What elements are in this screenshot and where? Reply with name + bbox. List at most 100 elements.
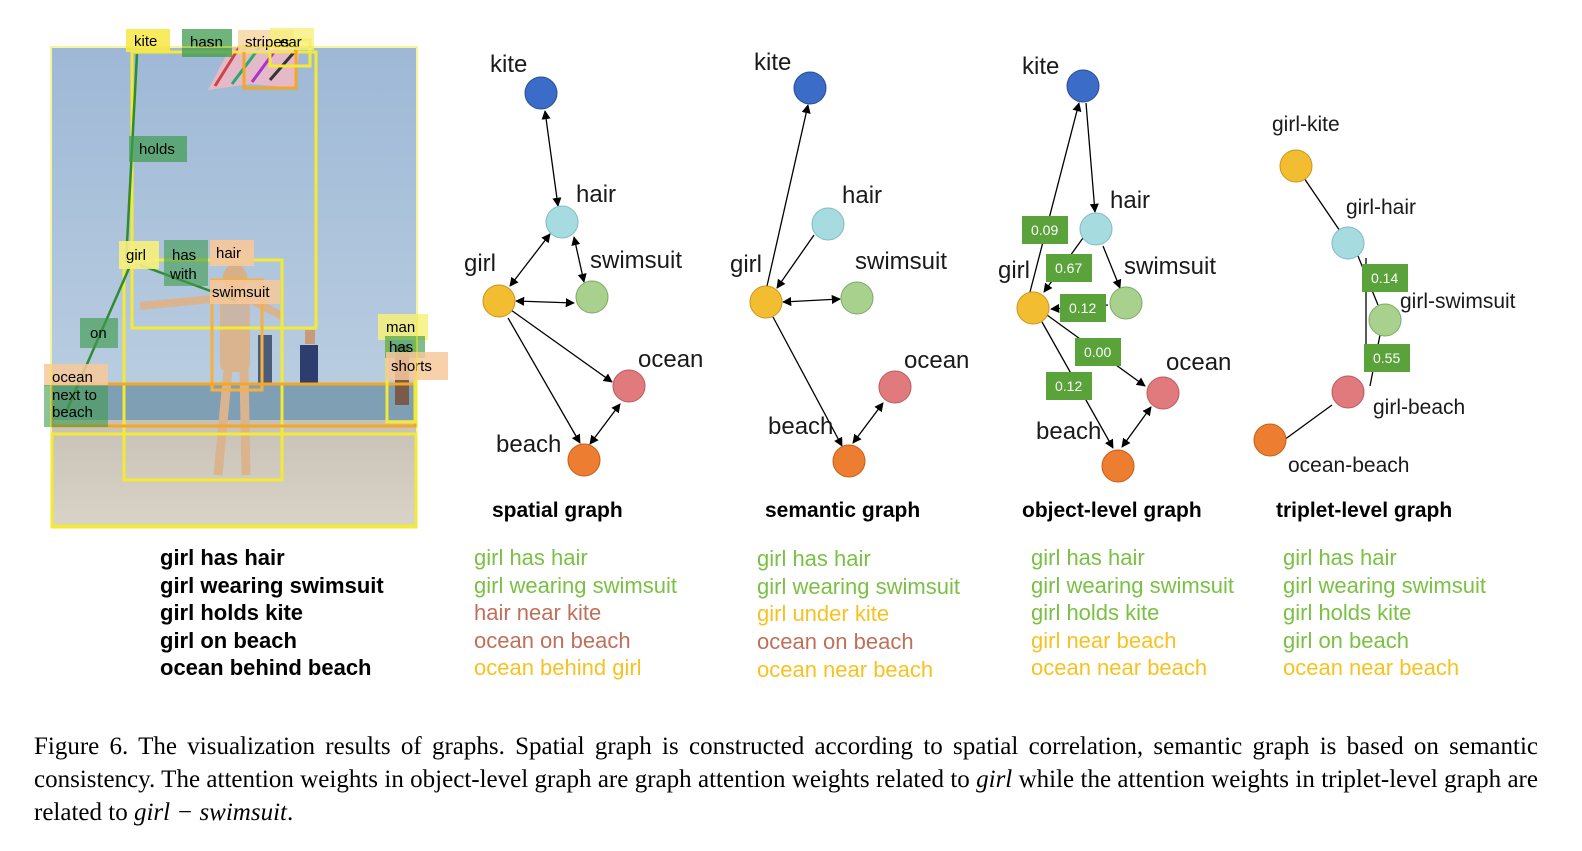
weight-ocean: 0.00 (1084, 344, 1111, 360)
triplet: girl wearing swimsuit (757, 574, 960, 599)
photo-label-man: man (386, 319, 415, 336)
spatial-triplets: girl has hair girl wearing swimsuit hair… (474, 545, 677, 680)
triplet: girl wearing swimsuit (1031, 573, 1234, 598)
label-swimsuit: swimsuit (1124, 253, 1216, 280)
photo-label-holds: holds (139, 141, 175, 158)
node-kite (1066, 69, 1100, 103)
node-swimsuit (840, 281, 874, 315)
label-hair: hair (842, 182, 882, 209)
label-beach: beach (768, 413, 833, 440)
weight-girl-hair: 0.14 (1371, 270, 1398, 286)
triplet: girl has hair (757, 546, 871, 571)
label-girl-hair: girl-hair (1346, 196, 1416, 219)
triplet: ocean near beach (757, 657, 933, 682)
node-beach (567, 443, 601, 477)
caption-text: . (286, 799, 294, 826)
graph-title: semantic graph (765, 499, 920, 522)
node-girl-kite (1279, 149, 1313, 183)
semantic-graph: kite hair girl swimsuit ocean beach sema… (730, 49, 969, 522)
photo-label-kite: kite (134, 33, 157, 50)
attention-weights: 0.14 0.55 (1362, 264, 1410, 372)
triplet: girl under kite (757, 601, 889, 626)
node-girl (749, 285, 783, 319)
label-girl-beach: girl-beach (1373, 396, 1465, 419)
photo-label-hair: hair (216, 245, 241, 262)
semantic-triplets: girl has hair girl wearing swimsuit girl… (757, 546, 960, 682)
graph-title: triplet-level graph (1276, 499, 1452, 522)
label-girl-swimsuit: girl-swimsuit (1400, 290, 1516, 313)
photo-label-shorts: shorts (391, 358, 432, 375)
label-girl: girl (730, 251, 762, 278)
node-girl-swimsuit (1368, 303, 1402, 337)
triplet: girl near beach (1031, 628, 1177, 653)
node-hair (1079, 212, 1113, 246)
caption-text: while the attention weights in triplet-l… (34, 766, 1538, 826)
triplet: ocean near beach (1283, 655, 1459, 680)
object-level-graph: 0.09 0.67 0.12 0.00 0.12 kite hair girl … (998, 53, 1231, 522)
attention-weights: 0.09 0.67 0.12 0.00 0.12 (1022, 216, 1121, 400)
node-ocean (1146, 376, 1180, 410)
label-girl-kite: girl-kite (1272, 113, 1340, 136)
image-triplet: girl on beach (160, 628, 297, 653)
triplet-level-triplets: girl has hair girl wearing swimsuit girl… (1283, 545, 1486, 680)
weight-swimsuit: 0.12 (1069, 300, 1096, 316)
triplet: girl has hair (1031, 545, 1145, 570)
triplet: girl holds kite (1031, 600, 1159, 625)
node-hair (811, 207, 845, 241)
node-swimsuit (1109, 286, 1143, 320)
label-hair: hair (576, 181, 616, 208)
image-triplet: ocean behind beach (160, 655, 372, 680)
photo-label-ocean: ocean (52, 369, 93, 386)
triplet: ocean on beach (757, 629, 914, 654)
image-triplets: girl has hair girl wearing swimsuit girl… (160, 545, 384, 680)
photo-label-girl: girl (126, 247, 146, 264)
triplet: girl on beach (1283, 628, 1409, 653)
label-ocean: ocean (1166, 349, 1231, 376)
figure-caption: Figure 6. The visualization results of g… (34, 730, 1538, 829)
caption-math-girl: girl (976, 766, 1013, 793)
triplet: ocean on beach (474, 628, 631, 653)
weight-kite: 0.09 (1031, 222, 1058, 238)
label-ocean: ocean (904, 347, 969, 374)
label-ocean: ocean (638, 346, 703, 373)
object-level-triplets: girl has hair girl wearing swimsuit girl… (1031, 545, 1234, 680)
node-ocean (878, 370, 912, 404)
photo-label-has-right: has (389, 339, 413, 356)
node-girl-beach (1331, 375, 1365, 409)
weight-hair: 0.67 (1055, 260, 1082, 276)
label-girl: girl (998, 257, 1030, 284)
node-ocean (612, 369, 646, 403)
label-hair: hair (1110, 187, 1150, 214)
node-kite (524, 76, 558, 110)
photo-sand (52, 420, 416, 528)
photo-label-sn: sn (207, 34, 223, 51)
weight-beach: 0.12 (1055, 378, 1082, 394)
triplet: ocean behind girl (474, 655, 642, 680)
node-beach (1101, 449, 1135, 483)
node-kite (793, 71, 827, 105)
node-ocean-beach (1253, 423, 1287, 457)
triplet: hair near kite (474, 600, 601, 625)
weight-girl-beach: 0.55 (1373, 350, 1400, 366)
graph-title: spatial graph (492, 499, 623, 522)
image-triplet: girl holds kite (160, 600, 303, 625)
caption-math-girl-swimsuit: girl − swimsuit (133, 799, 287, 826)
photo-label-on: on (90, 325, 107, 342)
node-girl (482, 284, 516, 318)
triplet: girl has hair (474, 545, 588, 570)
node-hair (545, 205, 579, 239)
label-kite: kite (490, 51, 527, 78)
triplet: ocean near beach (1031, 655, 1207, 680)
triplet-level-graph: 0.14 0.55 girl-kite girl-hair girl-swims… (1253, 113, 1516, 522)
photo-label-ear: ear (280, 34, 302, 51)
triplet: girl holds kite (1283, 600, 1411, 625)
image-triplet: girl has hair (160, 545, 285, 570)
triplet: girl wearing swimsuit (474, 573, 677, 598)
graph-title: object-level graph (1022, 499, 1202, 522)
label-kite: kite (1022, 53, 1059, 80)
image-triplet: girl wearing swimsuit (160, 573, 384, 598)
label-swimsuit: swimsuit (590, 247, 682, 274)
